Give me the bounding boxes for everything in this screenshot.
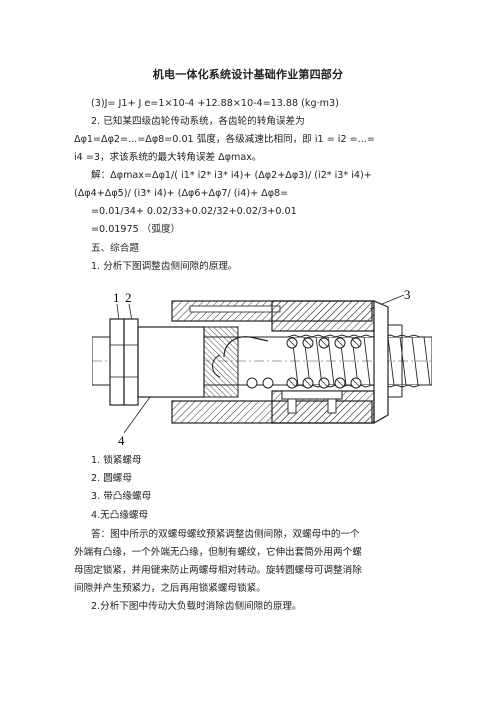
text-line-solution: 解：Δφmax=Δφ1/( i1* i2* i3* i4)+ (Δφ2+Δφ3)… [91,170,372,181]
ballscrew-figure: 1 2 3 4 [91,285,433,450]
part-item-2: 2. 圆螺母 [91,473,132,484]
label-4: 4 [118,433,125,448]
text-line-solution-cont: (Δφ4+Δφ5)/ (i3* i4)+ (Δφ6+Δφ7/ (i4)+ Δφ8… [74,188,289,199]
answer-line-3: 母固定锁紧，并用键来防止两螺母相对转动。旋转圆螺母可调整消除 [74,565,362,576]
part-item-4: 4.无凸缘螺母 [91,510,149,521]
ballscrew-drawing: 1 2 3 4 [91,287,433,448]
page-title: 机电一体化系统设计基础作业第四部分 [152,68,344,81]
answer-line-1: 答：图中所示的双螺母螺纹预紧调整齿侧间隙，双螺母中的一个 [91,529,360,540]
text-line-inertia: (3)J= J1+ J e=1×10-4 +12.88×10-4=13.88 (… [91,98,339,109]
answer-line-4: 间隙并产生预紧力，之后再用锁紧螺母锁紧。 [74,583,266,594]
answer-line-2: 外端有凸缘，一个外端无凸缘，但制有螺纹，它伸出套筒外用两个螺 [74,547,362,558]
text-line-result: =0.01975 （弧度） [91,224,181,235]
question-2-heading: 2.分析下图中传动大负载时消除齿侧间隙的原理。 [91,601,302,612]
part-item-1: 1. 锁紧螺母 [91,455,142,466]
text-line-calc: =0.01/34+ 0.02/33+0.02/32+0.02/3+0.01 [91,206,297,217]
text-line-question-2-end: i4 =3，求该系统的最大转角误差 Δφmax。 [74,152,262,163]
label-2: 2 [125,290,132,305]
text-line-question-2: 2. 已知某四级齿轮传动系统，各齿轮的转角误差为 [91,116,305,127]
question-1: 1. 分析下图调整齿侧间隙的原理。 [91,261,238,272]
text-line-question-2-cont: Δφ1=Δφ2=...=Δφ8=0.01 弧度，各级减速比相同，即 i1 = i… [74,134,375,145]
label-1: 1 [113,290,120,305]
label-3: 3 [404,287,411,302]
section-heading: 五、综合题 [91,243,139,254]
part-item-3: 3. 带凸缘螺母 [91,491,152,502]
